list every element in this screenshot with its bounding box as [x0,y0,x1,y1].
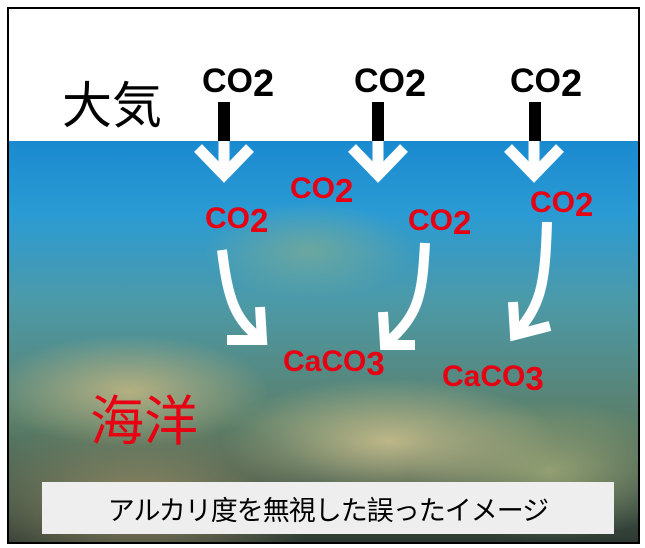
atm-co2-label-2: CO2 [354,62,426,105]
ocean-label: 海洋 [90,390,198,453]
ocean-co2-label-1: CO2 [290,172,353,209]
ocean-co2-label-4: CO2 [530,186,593,223]
down-arrow-icon [194,141,254,183]
curved-arrow-icon [378,242,430,350]
caco3-label-1: CaCO3 [283,345,385,382]
caption-box: アルカリ度を無視した誤ったイメージ [42,482,614,534]
flux-bar-3 [529,102,541,141]
atm-co2-label-1: CO2 [202,62,274,105]
coral-reef-photo [9,141,638,542]
curved-arrow-icon [508,221,552,342]
down-arrow-icon [504,141,564,183]
atmosphere-label: 大気 [62,77,162,135]
curved-arrow-icon [217,249,268,345]
frame-border [7,7,640,544]
down-arrow-icon [348,141,408,183]
ocean-co2-label-2: CO2 [205,202,268,239]
ocean-co2-label-3: CO2 [408,204,471,241]
flux-bar-2 [372,102,384,141]
caco3-label-2: CaCO3 [442,360,544,397]
caption-text: アルカリ度を無視した誤ったイメージ [107,495,549,527]
atm-co2-label-3: CO2 [510,62,582,105]
flux-bar-1 [218,102,230,141]
